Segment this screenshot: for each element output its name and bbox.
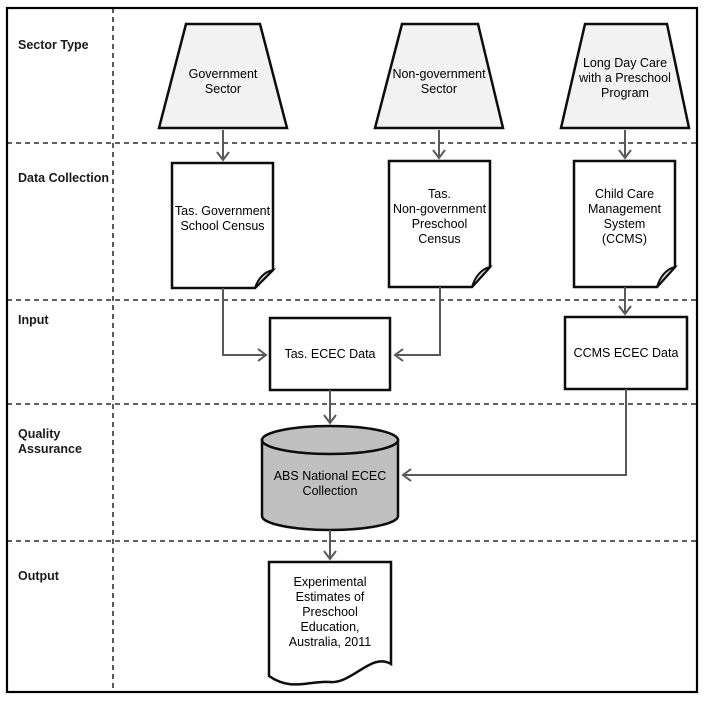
outer-border [5, 6, 699, 694]
arrow-ccms-ecec-to-collection [401, 389, 627, 482]
arrow-school-census-to-tas-ecec [222, 288, 268, 362]
ccms-ecec-data-rect [563, 315, 689, 391]
arrow-collection-to-output [323, 530, 337, 561]
government-sector-trapezoid [157, 22, 289, 130]
tas-ecec-data-label: Tas. ECEC Data [284, 346, 376, 361]
tas-ecec-data-rect [268, 316, 392, 392]
document-fold-corner [656, 265, 678, 288]
arrow-long-day-care-to-ccms [618, 130, 632, 160]
abs-collection-cylinder-body [260, 438, 400, 532]
long-day-care-label: Long Day Care with a Preschool Program [579, 55, 671, 100]
row-label-input: Input [18, 313, 49, 327]
row-label-sector-type: Sector Type [18, 38, 89, 52]
ccms-ecec-data-label: CCMS ECEC Data [573, 345, 679, 360]
ccms-label: Child Care Management System (CCMS) [588, 187, 661, 246]
document-fold-corner [471, 265, 493, 288]
row-label-output: Output [18, 569, 59, 583]
abs-national-ecec-collection-label: ABS National ECEC Collection [273, 469, 387, 498]
abs-collection-cylinder-top [260, 424, 400, 456]
government-sector-label: Government Sector [188, 67, 258, 96]
non-government-sector-label: Non-government Sector [392, 67, 486, 96]
output-publication-label: Experimental Estimates of Preschool Educ… [288, 574, 372, 649]
arrow-tas-ecec-to-collection [323, 390, 337, 425]
arrow-ccms-to-ccms-ecec [618, 287, 632, 316]
long-day-care-trapezoid [559, 22, 691, 130]
row-label-data-collection: Data Collection [18, 171, 109, 185]
document-fold-corner [254, 268, 277, 289]
tas-non-government-preschool-census-label: Tas. Non-government Preschool Census [392, 187, 487, 246]
output-publication-document [267, 560, 393, 686]
tas-government-school-census-label: Tas. Government School Census [174, 204, 271, 233]
non-government-sector-trapezoid [373, 22, 505, 130]
row-label-quality-assurance: Quality Assurance [18, 427, 82, 456]
arrow-preschool-census-to-tas-ecec [393, 287, 441, 362]
arrow-government-sector-to-census [216, 130, 230, 162]
arrow-non-government-sector-to-census [432, 130, 446, 160]
